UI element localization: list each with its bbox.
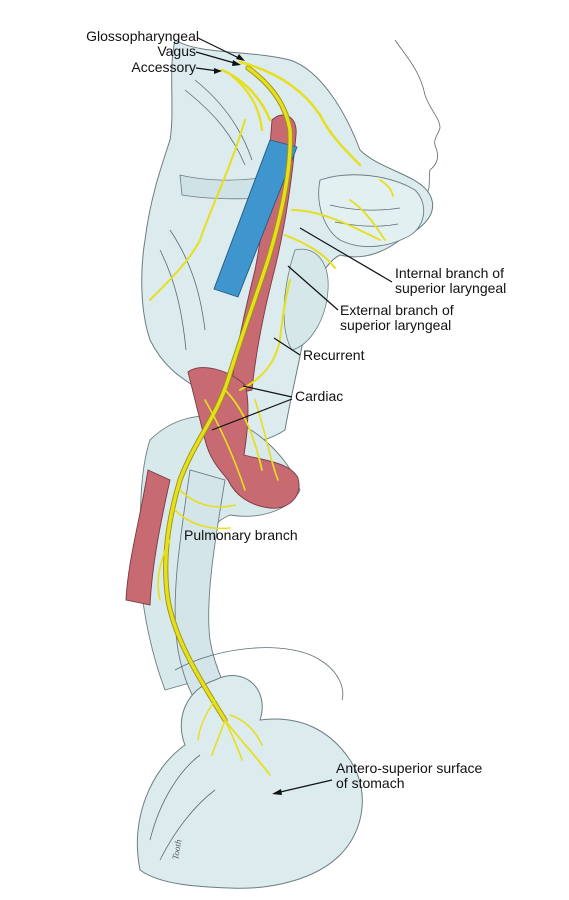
external-branch-line-1: External branch of: [340, 302, 454, 318]
leader-vagus: [195, 51, 239, 65]
descending-aorta: [125, 469, 171, 606]
leader-recurrent: [273, 337, 301, 356]
label-pulmonary-branch: Pulmonary branch: [184, 527, 298, 543]
stomach-line-2: of stomach: [336, 775, 405, 791]
label-cardiac: Cardiac: [295, 388, 344, 404]
arrowhead-accessory: [214, 68, 222, 74]
leader-lines: [195, 37, 393, 795]
arrowhead-stomach: [272, 789, 282, 795]
stomach: [136, 675, 363, 889]
label-recurrent: Recurrent: [303, 347, 365, 363]
leader-external-branch: [287, 265, 339, 311]
external-branch-line-2: superior laryngeal: [340, 317, 452, 333]
label-external-branch: External branch of superior laryngeal: [340, 303, 454, 333]
label-accessory: Accessory: [131, 59, 196, 75]
internal-branch-line-1: Internal branch of: [395, 265, 504, 281]
neck-tissue: [141, 39, 434, 443]
stomach-line-1: Antero-superior surface: [336, 760, 483, 776]
leader-internal-branch: [299, 227, 393, 283]
label-stomach: Antero-superior surface of stomach: [336, 761, 482, 791]
label-glossopharyngeal: Glossopharyngeal: [86, 28, 199, 44]
nerves: [149, 60, 394, 776]
thyroid-tissue: [283, 248, 329, 351]
arrowhead-vagus: [232, 60, 241, 66]
label-vagus: Vagus: [157, 43, 196, 59]
label-internal-branch: Internal branch of superior laryngeal: [395, 266, 506, 296]
leader-cardiac-1: [242, 385, 293, 398]
larynx-tissue: [318, 174, 425, 248]
internal-branch-line-2: superior laryngeal: [395, 280, 507, 296]
leader-glossopharyngeal: [197, 37, 244, 61]
stomach-hatching: [149, 754, 216, 861]
leader-stomach: [275, 779, 333, 794]
stomach-upper-outline: [174, 647, 344, 701]
arrowhead-glossopharyngeal: [236, 54, 245, 61]
leader-cardiac-2: [211, 398, 293, 431]
artist-signature: Tooth: [170, 838, 183, 860]
